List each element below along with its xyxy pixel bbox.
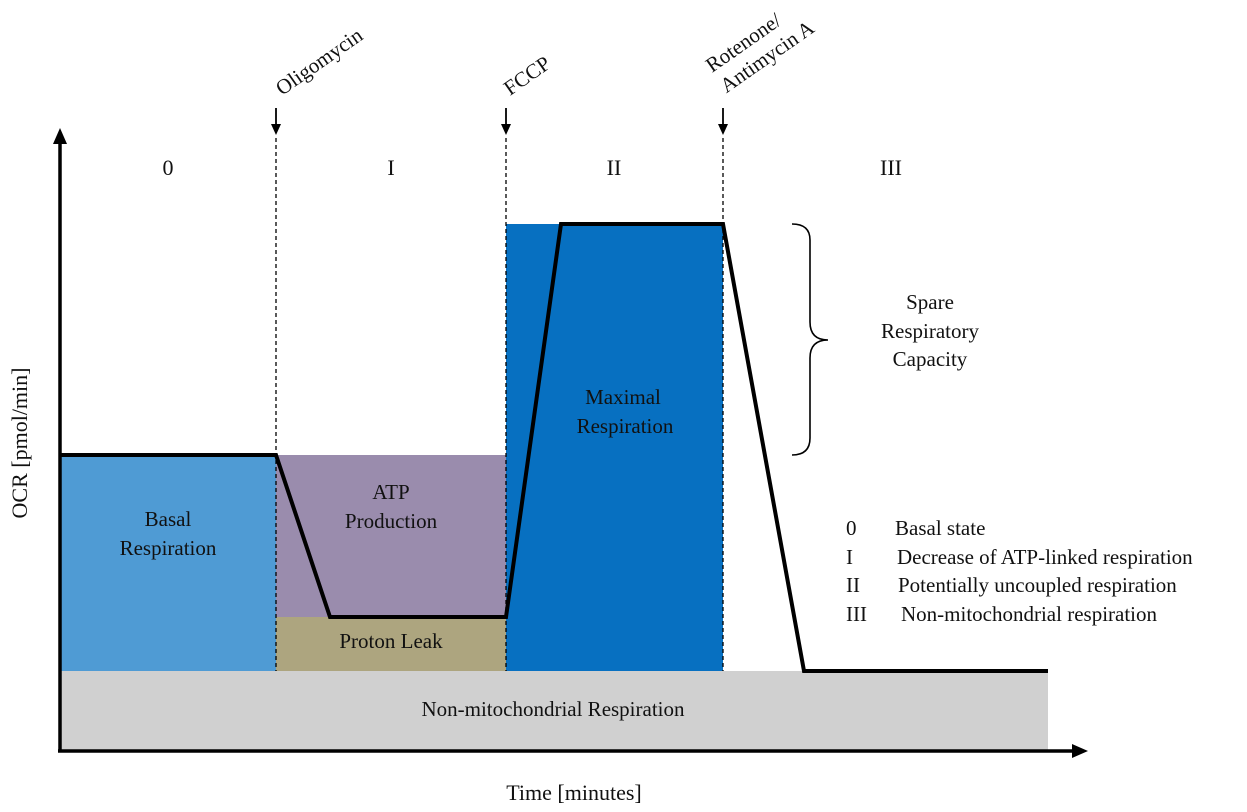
proton-leak-label: Proton Leak bbox=[339, 629, 443, 653]
basal-label-line1: Basal bbox=[145, 507, 192, 531]
basal-region bbox=[60, 455, 276, 671]
legend-key-III: III bbox=[846, 602, 867, 626]
x-axis bbox=[58, 744, 1088, 758]
legend: 0 Basal state I Decrease of ATP-linked r… bbox=[846, 516, 1193, 626]
basal-label-line2: Respiration bbox=[120, 536, 217, 560]
spare-capacity-line2: Respiratory bbox=[881, 319, 979, 343]
maximal-region bbox=[506, 224, 723, 671]
proton-leak-region bbox=[276, 617, 506, 671]
legend-text-I: Decrease of ATP-linked respiration bbox=[897, 545, 1193, 569]
legend-key-0: 0 bbox=[846, 516, 857, 540]
fccp-label: FCCP bbox=[499, 51, 555, 100]
legend-text-III: Non-mitochondrial respiration bbox=[901, 602, 1158, 626]
y-axis bbox=[53, 128, 67, 751]
atp-label-line2: Production bbox=[345, 509, 438, 533]
oligomycin-arrow bbox=[271, 108, 281, 135]
maximal-label-line1: Maximal bbox=[585, 385, 661, 409]
non-mito-label: Non-mitochondrial Respiration bbox=[421, 697, 685, 721]
legend-key-II: II bbox=[846, 573, 860, 597]
legend-text-II: Potentially uncoupled respiration bbox=[898, 573, 1177, 597]
rotenone-antimycin-label: Rotenone/ Antimycin A bbox=[701, 8, 819, 98]
non-mito-region bbox=[60, 671, 1048, 751]
atp-label-line1: ATP bbox=[372, 480, 409, 504]
spare-capacity-line3: Capacity bbox=[893, 347, 968, 371]
rotenone-arrow bbox=[718, 108, 728, 135]
phase-III-label: III bbox=[880, 155, 902, 180]
legend-key-I: I bbox=[846, 545, 853, 569]
x-axis-label: Time [minutes] bbox=[506, 780, 641, 805]
phase-II-label: II bbox=[607, 155, 622, 180]
spare-capacity-line1: Spare bbox=[906, 290, 954, 314]
fccp-arrow bbox=[501, 108, 511, 135]
maximal-label-line2: Respiration bbox=[577, 414, 674, 438]
y-axis-label: OCR [pmol/min] bbox=[7, 368, 32, 519]
legend-text-0: Basal state bbox=[895, 516, 985, 540]
spare-capacity-brace bbox=[791, 223, 829, 456]
phase-0-label: 0 bbox=[163, 155, 174, 180]
oligomycin-label: Oligomycin bbox=[271, 23, 367, 100]
phase-I-label: I bbox=[387, 155, 394, 180]
ocr-trace bbox=[60, 222, 1048, 673]
atp-production-region bbox=[276, 455, 506, 617]
